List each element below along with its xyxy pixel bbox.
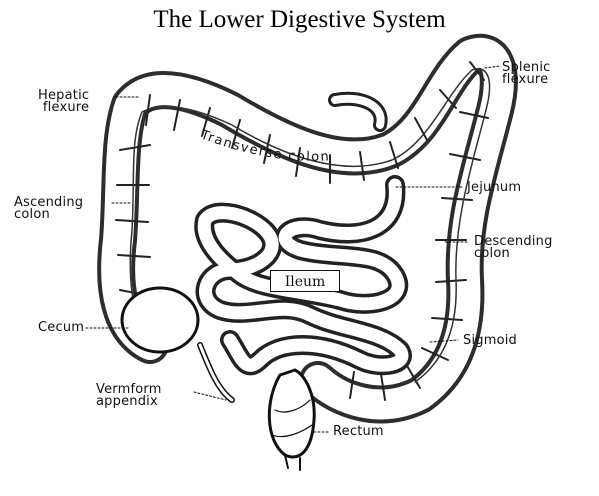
- label-cecum: Cecum: [38, 320, 85, 335]
- colon-inner-highlight: [101, 38, 514, 420]
- label-vermiform-appendix: Vermform appendix: [96, 382, 162, 409]
- label-ileum: Ileum: [270, 270, 340, 292]
- label-splenic-flexure: Splenic flexure: [502, 60, 551, 87]
- leader-lines: [85, 65, 501, 433]
- diagram-title: The Lower Digestive System: [153, 6, 446, 33]
- label-descending-colon: Descending colon: [474, 234, 553, 261]
- label-sigmoid: Sigmoid: [463, 333, 517, 348]
- label-jejunum: Jejunum: [467, 180, 522, 195]
- label-ascending-colon: Ascending colon: [14, 195, 84, 222]
- cecum-pouch: [120, 286, 200, 354]
- colon-taenia: [129, 68, 491, 383]
- label-hepatic-flexure: Hepatic flexure: [38, 88, 90, 115]
- label-rectum: Rectum: [333, 424, 384, 439]
- rectum: [267, 368, 316, 459]
